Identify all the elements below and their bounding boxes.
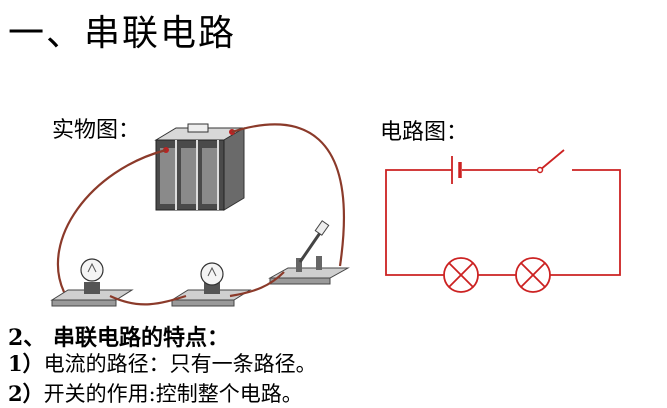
section-heading: 2、 串联电路的特点：: [8, 325, 229, 351]
feature-point-number: 2）: [8, 381, 44, 406]
feature-point-text: 电流的路径：只有一条路径。: [43, 352, 317, 376]
physical-diagram-label: 实物图：: [52, 118, 141, 143]
feature-point-text: 开关的作用:控制整个电路。: [43, 382, 303, 406]
schematic-diagram-label: 电路图：: [380, 120, 469, 145]
schematic-wire-left: [385, 169, 452, 276]
feature-point-1: 1）电流的路径：只有一条路径。: [8, 348, 317, 378]
physical-wires: [56, 123, 345, 306]
feature-point-number: 1）: [8, 351, 44, 376]
lamp-symbol-2: [515, 257, 551, 293]
battery-symbol: [451, 156, 462, 184]
lamp-symbol-1: [443, 257, 479, 293]
wire-battery-to-bulb1: [56, 148, 167, 293]
wire-battery-to-switch: [231, 123, 345, 267]
knife-switch: [268, 220, 350, 285]
page-title: 一、串联电路: [8, 13, 237, 54]
switch-symbol: [536, 149, 565, 174]
wire-bulb1-to-bulb2: [109, 294, 187, 306]
bulb-2: [170, 262, 252, 307]
feature-point-2: 2）开关的作用:控制整个电路。: [8, 378, 303, 408]
wire-bulb2-to-switch: [229, 271, 285, 298]
schematic-wire-right: [550, 169, 621, 276]
